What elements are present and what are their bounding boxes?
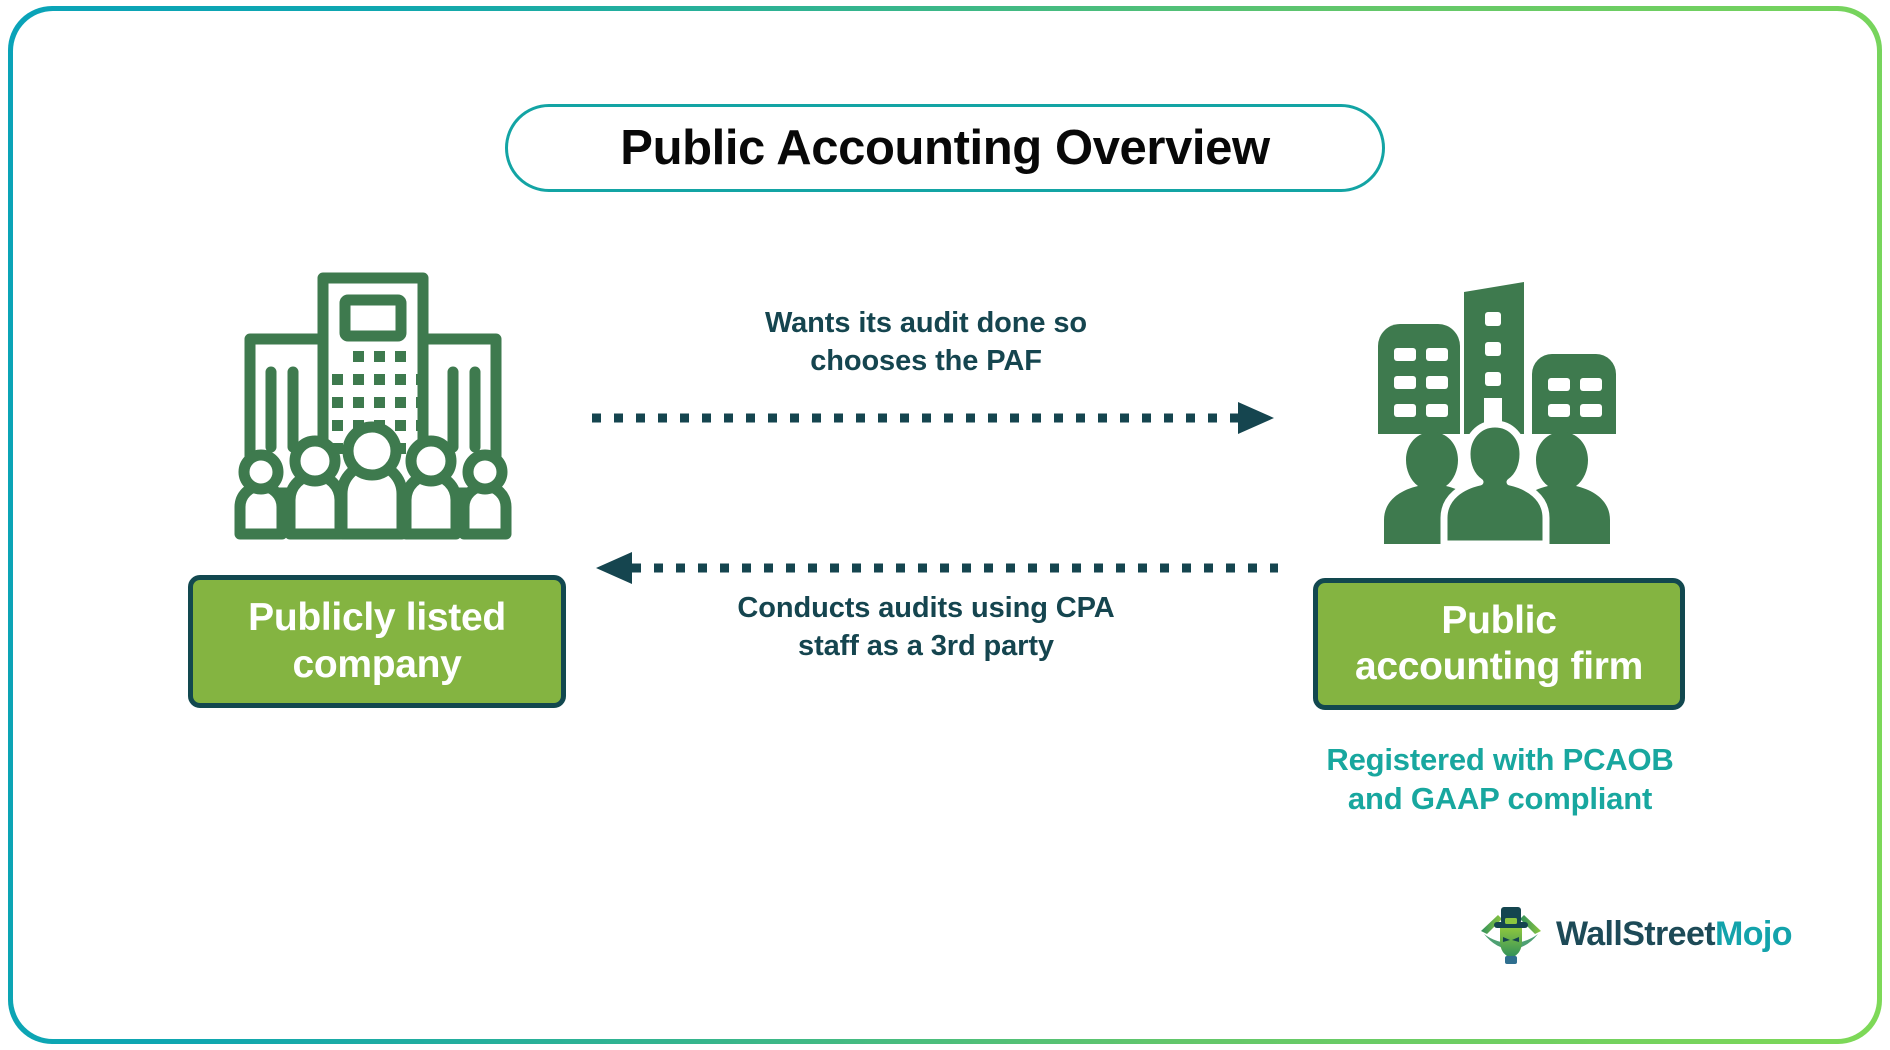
brand-logo-wordmark: WallStreetMojo: [1556, 914, 1793, 954]
right-entity-caption-line2: and GAAP compliant: [1347, 781, 1653, 817]
brand-logo-word-accent: Mojo: [1715, 914, 1793, 953]
page-title-pill: Public Accounting Overview: [505, 104, 1385, 192]
brand-logo-word-primary: WallStreet: [1556, 914, 1716, 953]
entity-box-left-label-line2: company: [292, 642, 462, 686]
wallstreetmojo-mascot-icon: [1478, 901, 1544, 967]
right-entity-caption-line1: Registered with PCAOB: [1326, 742, 1674, 777]
entity-box-left-label-line1: Publicly listed: [248, 596, 506, 640]
right-entity-caption: Registered with PCAOB and GAAP compliant: [1278, 740, 1722, 819]
flow-top-label-line1: Wants its audit done so: [764, 307, 1088, 339]
flow-bottom-label-line1: Conducts audits using CPA: [737, 592, 1115, 624]
entity-box-right-label: Public accounting firm: [1355, 598, 1643, 690]
entity-box-public-accounting-firm[interactable]: Public accounting firm: [1313, 578, 1685, 710]
flow-top-label-line2: chooses the PAF: [810, 344, 1042, 377]
entity-box-right-label-line2: accounting firm: [1354, 645, 1644, 688]
flow-bottom-arrow-left: [596, 552, 1278, 584]
flow-bottom-label-line2: staff as a 3rd party: [798, 629, 1054, 662]
flow-bottom-label: Conducts audits using CPA staff as a 3rd…: [646, 590, 1206, 665]
flow-top-label: Wants its audit done so chooses the PAF: [656, 305, 1196, 380]
office-building-with-people-outline-icon: [228, 262, 518, 552]
brand-logo[interactable]: WallStreetMojo: [1478, 898, 1808, 970]
entity-box-right-label-line1: Public: [1441, 598, 1557, 642]
entity-box-left-label: Publicly listed company: [248, 595, 506, 687]
entity-box-publicly-listed-company[interactable]: Publicly listed company: [188, 575, 566, 708]
page-title: Public Accounting Overview: [620, 121, 1270, 175]
flow-top-arrow-right: [592, 402, 1274, 434]
city-buildings-with-people-solid-icon: [1372, 282, 1622, 548]
